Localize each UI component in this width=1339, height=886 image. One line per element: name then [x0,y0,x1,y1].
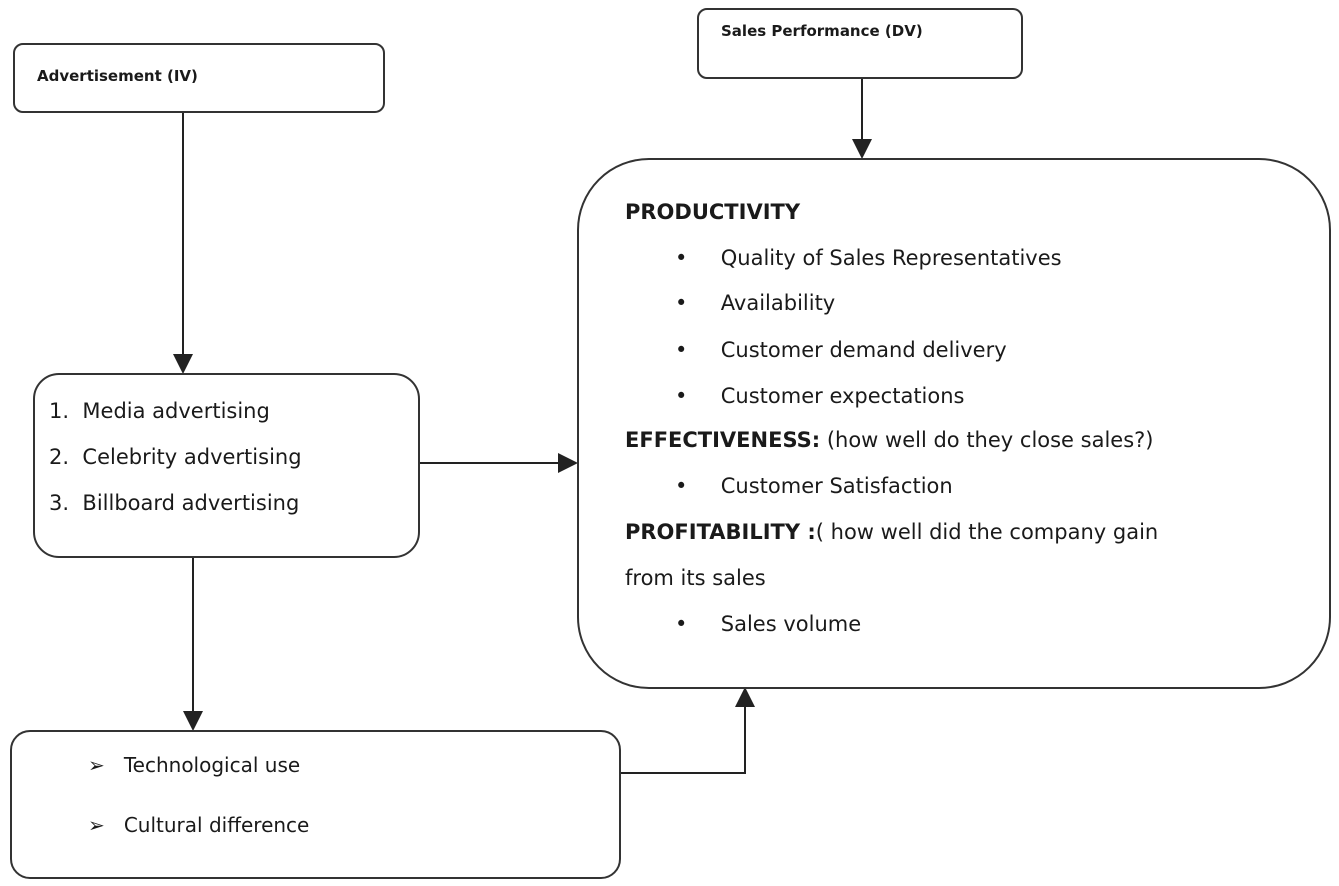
list-item: • Sales volume [675,612,862,636]
performance-box: PRODUCTIVITY • Quality of Sales Represen… [577,158,1331,689]
list-text: Customer expectations [720,384,965,408]
effectiveness-note: (how well do they close sales?) [820,428,1154,452]
advertising-types-box: 1. Media advertising 2. Celebrity advert… [33,373,420,558]
profitability-heading: PROFITABILITY : [625,520,816,544]
list-text: Quality of Sales Representatives [720,246,1062,270]
list-item: • Customer expectations [675,384,965,408]
list-item: 1. Media advertising [49,399,270,423]
iv-title: Advertisement (IV) [37,67,198,85]
effectiveness-line: EFFECTIVENESS: (how well do they close s… [625,428,1154,452]
list-text: Cultural difference [123,813,310,837]
profitability-note: ( how well did the company gain [815,520,1159,544]
list-item: ➢ Technological use [88,753,300,777]
iv-box: Advertisement (IV) [13,43,385,113]
list-item: ➢ Cultural difference [88,813,309,837]
list-item: • Customer Satisfaction [675,474,953,498]
list-number: 1. [49,399,70,423]
profitability-line: PROFITABILITY :( how well did the compan… [625,520,1158,544]
list-text: Sales volume [720,612,862,636]
list-text: Billboard advertising [82,491,300,515]
arrow-moderators-to-performance [620,687,755,774]
arrow-bullet-icon: ➢ [88,813,105,837]
list-text: Media advertising [82,399,270,423]
list-text: Customer Satisfaction [720,474,953,498]
list-item: • Quality of Sales Representatives [675,246,1062,270]
list-number: 3. [49,491,70,515]
list-text: Technological use [123,753,301,777]
moderators-box: ➢ Technological use ➢ Cultural differenc… [10,730,621,879]
list-item: • Customer demand delivery [675,338,1007,362]
list-item: • Availability [675,291,836,315]
dv-title: Sales Performance (DV) [721,22,923,40]
list-text: Celebrity advertising [82,445,302,469]
list-number: 2. [49,445,70,469]
list-text: Customer demand delivery [720,338,1007,362]
profitability-note-2: from its sales [625,566,766,590]
arrow-bullet-icon: ➢ [88,753,105,777]
list-item: 3. Billboard advertising [49,491,299,515]
list-item: 2. Celebrity advertising [49,445,302,469]
effectiveness-heading: EFFECTIVENESS: [625,428,821,452]
list-text: Availability [720,291,836,315]
dv-box: Sales Performance (DV) [697,8,1023,79]
productivity-heading: PRODUCTIVITY [625,200,801,224]
